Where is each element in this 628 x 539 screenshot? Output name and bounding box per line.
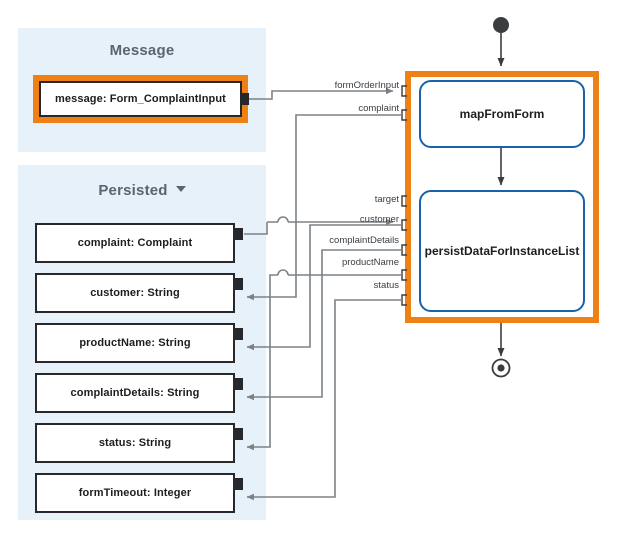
variable-box-productName[interactable]: productName: String — [35, 323, 235, 363]
wire-complaintDetails-out-to-variable — [246, 249, 402, 401]
variable-box-customer[interactable]: customer: String — [35, 273, 235, 313]
port-complaintDetails[interactable] — [234, 378, 243, 390]
wire-complaint-out-to-variable — [246, 114, 402, 301]
variable-box-complaintDetails[interactable]: complaintDetails: String — [35, 373, 235, 413]
wire-customer-out-to-variable — [246, 224, 402, 351]
edge-label-target: target — [375, 194, 400, 205]
process-node-persistDataForInstanceList[interactable]: persistDataForInstanceList — [419, 190, 585, 312]
variable-label-complaint: complaint: Complaint — [77, 237, 193, 249]
wire-complaint-to-target — [244, 222, 393, 235]
edge-label-formOrderInput: formOrderInput — [335, 80, 400, 91]
variable-box-status[interactable]: status: String — [35, 423, 235, 463]
variable-label-complaintDetails: complaintDetails: String — [70, 387, 200, 399]
edge-label-complaint: complaint — [358, 103, 399, 114]
edge-label-customer: customer — [360, 214, 399, 225]
wire-status-out-to-variable — [246, 299, 402, 501]
port-status[interactable] — [234, 428, 243, 440]
chevron-down-icon[interactable] — [175, 186, 186, 192]
wire-jump-arc-1 — [277, 216, 289, 223]
wire-jump-arc-2 — [277, 269, 289, 276]
panel-message-title-text: Message — [109, 42, 175, 59]
variable-label-status: status: String — [98, 437, 172, 449]
end-event-ring — [491, 358, 511, 378]
variable-box-complaint[interactable]: complaint: Complaint — [35, 223, 235, 263]
edge-label-status: status — [374, 280, 400, 291]
process-node-mapFromForm[interactable]: mapFromForm — [419, 80, 585, 148]
variable-message-selection[interactable]: message: Form_ComplaintInput — [33, 75, 248, 123]
variable-label-productName: productName: String — [79, 337, 191, 349]
panel-message-title: Message — [18, 42, 266, 59]
port-message-out[interactable] — [240, 93, 249, 105]
wire-productName-out-to-variable — [247, 274, 402, 447]
wire-message-to-formOrderInput — [249, 87, 394, 100]
edge-label-productName: productName — [342, 257, 399, 268]
variable-box-formTimeout[interactable]: formTimeout: Integer — [35, 473, 235, 513]
process-node-label-mapFromForm: mapFromForm — [459, 107, 545, 121]
port-complaint[interactable] — [234, 228, 243, 240]
panel-persisted-title-text: Persisted — [98, 182, 168, 199]
variable-box-message[interactable]: message: Form_ComplaintInput — [39, 81, 242, 117]
edge-label-complaintDetails: complaintDetails — [329, 235, 399, 246]
port-customer[interactable] — [234, 278, 243, 290]
panel-persisted-title[interactable]: Persisted — [18, 182, 266, 199]
port-productName[interactable] — [234, 328, 243, 340]
process-node-label-persistDataForInstanceList: persistDataForInstanceList — [424, 244, 580, 258]
start-event-icon — [493, 17, 509, 33]
end-event-icon — [497, 364, 505, 372]
port-formTimeout[interactable] — [234, 478, 243, 490]
variable-label-message: message: Form_ComplaintInput — [55, 93, 226, 105]
variable-label-formTimeout: formTimeout: Integer — [78, 487, 192, 499]
variable-label-customer: customer: String — [90, 287, 180, 299]
